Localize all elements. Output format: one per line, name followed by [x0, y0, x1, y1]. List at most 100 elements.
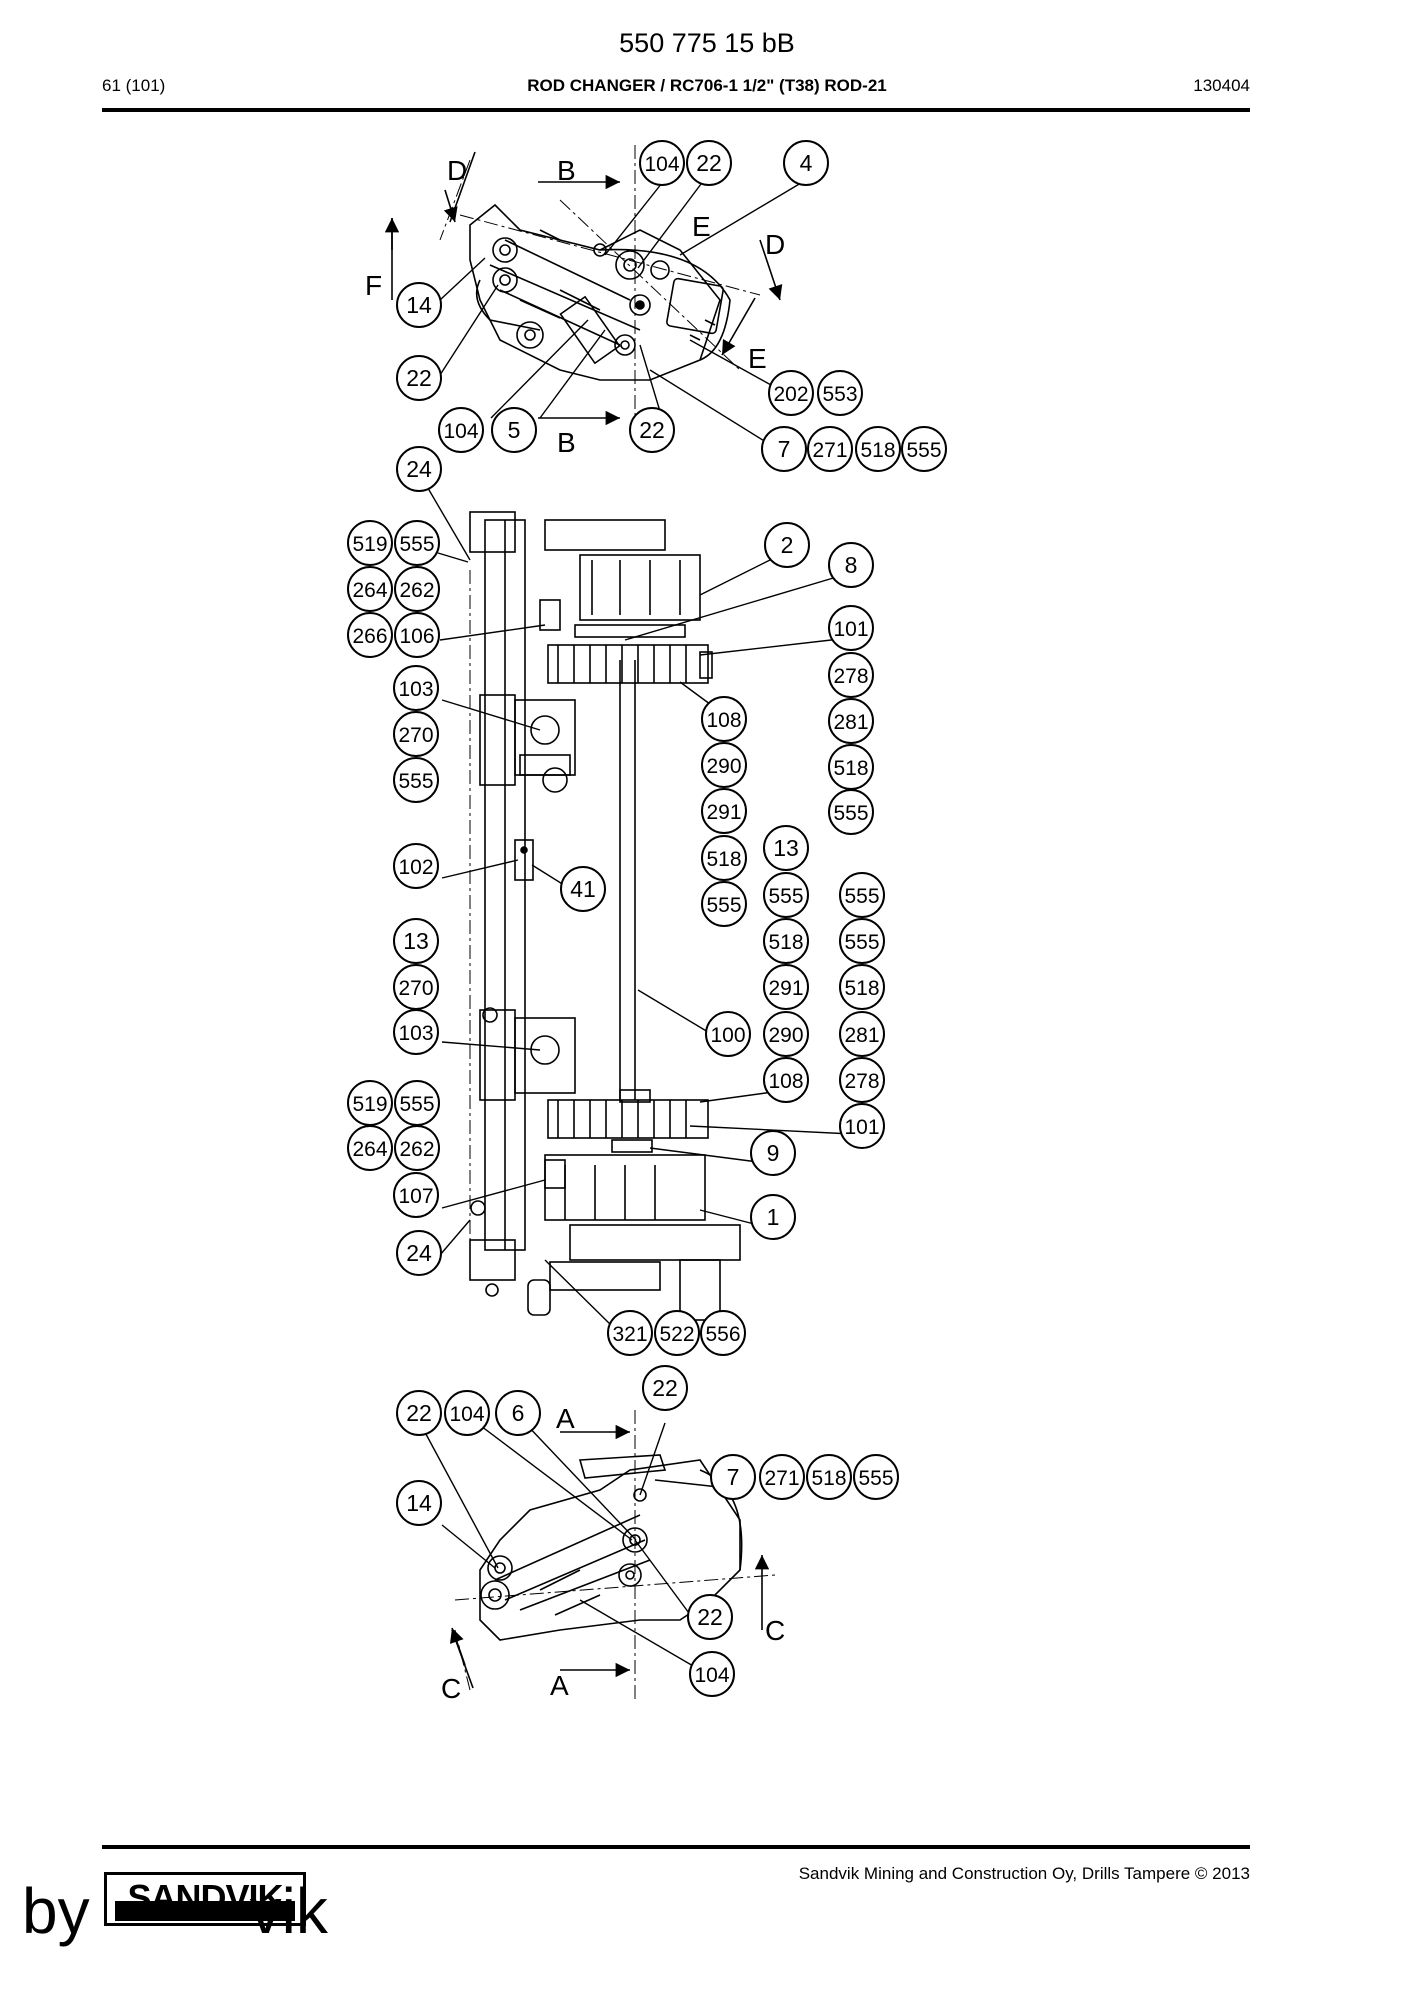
callout-label: 1 — [767, 1204, 780, 1230]
part-callout: 100 — [705, 1011, 751, 1057]
callout-label: 291 — [706, 801, 741, 824]
callout-circle — [701, 742, 747, 788]
part-callout: 13 — [763, 825, 809, 871]
part-callout: 103 — [393, 665, 439, 711]
callout-circle — [705, 1011, 751, 1057]
part-callout: 555 — [853, 1454, 899, 1500]
callout-label: 553 — [822, 383, 857, 406]
part-callout: 553 — [817, 370, 863, 416]
part-callout: 22 — [687, 1594, 733, 1640]
callout-label: 9 — [767, 1140, 780, 1166]
callout-label: 13 — [773, 835, 799, 861]
callout-circle — [393, 843, 439, 889]
part-callout: 104 — [639, 140, 685, 186]
callout-circle — [396, 1230, 442, 1276]
callout-circle — [701, 788, 747, 834]
part-callout: 14 — [396, 282, 442, 328]
part-callout: 291 — [701, 788, 747, 834]
callout-circle — [701, 881, 747, 927]
part-callout: 270 — [393, 964, 439, 1010]
callout-label: 2 — [781, 532, 794, 558]
part-callout: 264 — [347, 1125, 393, 1171]
callout-circle — [396, 446, 442, 492]
sandvik-logo: SANDVIK — [104, 1872, 306, 1926]
callout-label: 555 — [398, 770, 433, 793]
section-letter: A — [556, 1403, 575, 1434]
callout-circle — [839, 1103, 885, 1149]
part-callout: 107 — [393, 1172, 439, 1218]
callout-circle — [901, 426, 947, 472]
callout-circle — [393, 1172, 439, 1218]
callout-label: 556 — [705, 1323, 740, 1346]
callout-circle — [828, 789, 874, 835]
callout-circle — [763, 918, 809, 964]
callout-label: 518 — [833, 757, 868, 780]
callout-label: 108 — [768, 1070, 803, 1093]
callout-label: 22 — [406, 365, 432, 391]
callout-label: 22 — [696, 150, 722, 176]
part-callout: 278 — [839, 1057, 885, 1103]
callout-label: 264 — [352, 579, 387, 602]
callout-label: 104 — [449, 1403, 484, 1426]
callout-label: 14 — [406, 292, 432, 318]
callout-circle — [828, 542, 874, 588]
part-callout: 24 — [396, 446, 442, 492]
callout-circle — [393, 711, 439, 757]
callout-label: 555 — [706, 894, 741, 917]
callout-circle — [607, 1310, 653, 1356]
part-callout: 290 — [763, 1011, 809, 1057]
callout-label: 262 — [399, 1138, 434, 1161]
callout-label: 108 — [706, 709, 741, 732]
callout-circle — [750, 1194, 796, 1240]
part-callout: 202 — [768, 370, 814, 416]
part-callout: 22 — [642, 1365, 688, 1411]
callout-circle — [700, 1310, 746, 1356]
bottom-view-section-arrows — [449, 1424, 770, 1689]
callout-label: 41 — [570, 876, 596, 902]
callout-label: 271 — [764, 1467, 799, 1490]
part-callout: 555 — [901, 426, 947, 472]
part-callout: 7 — [761, 426, 807, 472]
callout-circle — [393, 918, 439, 964]
callout-circle — [701, 696, 747, 742]
callout-circle — [828, 698, 874, 744]
footer-rule — [102, 1845, 1250, 1849]
callout-circle — [347, 1125, 393, 1171]
callout-label: 278 — [833, 665, 868, 688]
part-callout: 24 — [396, 1230, 442, 1276]
callout-label: 270 — [398, 724, 433, 747]
document-number: 550 775 15 bB — [619, 28, 795, 58]
callout-label: 291 — [768, 977, 803, 1000]
callout-circle — [393, 757, 439, 803]
part-callout: 14 — [396, 1480, 442, 1526]
callout-label: 104 — [443, 420, 478, 443]
callout-label: 271 — [812, 439, 847, 462]
callout-label: 270 — [398, 977, 433, 1000]
bottom-view-centerlines — [454, 1410, 776, 1700]
copyright-notice: Sandvik Mining and Construction Oy, Dril… — [798, 1864, 1250, 1883]
callout-label: 101 — [833, 618, 868, 641]
callout-circle — [560, 866, 606, 912]
header-rule — [102, 108, 1250, 112]
callout-label: 290 — [768, 1024, 803, 1047]
section-letter: E — [748, 343, 767, 374]
callout-circle — [394, 520, 440, 566]
part-callout: 101 — [828, 605, 874, 651]
part-callout: 555 — [763, 872, 809, 918]
callout-label: 7 — [778, 436, 791, 462]
callout-circle — [495, 1390, 541, 1436]
part-callout: 271 — [759, 1454, 805, 1500]
part-callout: 518 — [828, 744, 874, 790]
callout-circle — [763, 964, 809, 1010]
callout-circle — [444, 1390, 490, 1436]
callout-circle — [763, 1057, 809, 1103]
callout-label: 518 — [706, 848, 741, 871]
top-view-assembly — [469, 203, 731, 381]
callout-label: 8 — [845, 552, 858, 578]
part-callout: 555 — [393, 757, 439, 803]
part-callout: 281 — [839, 1011, 885, 1057]
callout-circle — [347, 566, 393, 612]
part-callout: 519 — [347, 520, 393, 566]
callout-circle — [839, 918, 885, 964]
